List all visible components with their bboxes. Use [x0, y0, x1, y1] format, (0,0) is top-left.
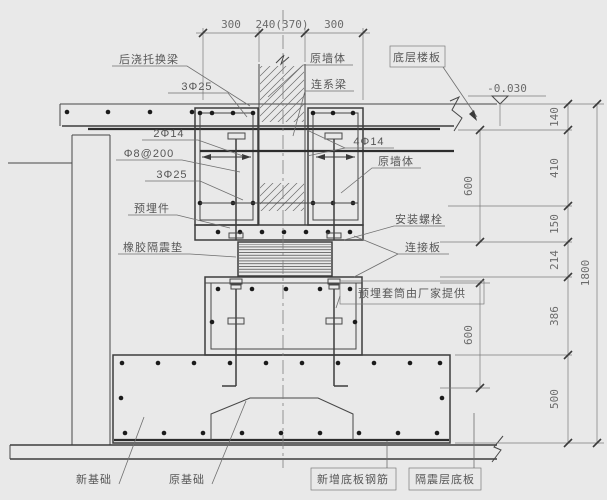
label-original-wall-top: 原墙体 [267, 51, 353, 98]
label-text: 3Φ25 [156, 169, 187, 181]
label-text: 连系梁 [311, 77, 347, 91]
dim-600-lower: 600 [462, 325, 475, 345]
label-tie-beam: 连系梁 [292, 77, 354, 137]
break-symbol-slab [449, 95, 463, 132]
transfer-beam-right [307, 107, 364, 226]
left-existing-wall [8, 134, 111, 445]
label-ground-floor-slab: 底层楼板 [389, 45, 478, 121]
label-original-wall-mid: 原墙体 [340, 154, 421, 194]
dim-140: 140 [548, 107, 561, 127]
dim-chain-inner: 600 600 [462, 125, 485, 393]
label-3d25-bottom: 3Φ25 [145, 169, 244, 201]
dim-chain-right: 140 410 150 214 386 500 [548, 99, 573, 448]
rubber-bearing [237, 241, 333, 277]
label-text: 原墙体 [378, 154, 414, 168]
label-text: 3Φ25 [181, 81, 212, 93]
dim-top-300-right: 300 [324, 18, 344, 31]
label-text: 新增底板钢筋 [317, 472, 389, 486]
label-text: 原墙体 [310, 51, 346, 65]
break-symbol-wall-top [275, 54, 290, 66]
dim-150: 150 [548, 214, 561, 234]
label-rubber-isolation-bearing: 橡胶隔震垫 [118, 240, 237, 258]
dim-386: 386 [548, 306, 561, 326]
lower-anchor-bolts [222, 278, 348, 387]
label-text: 原基础 [169, 473, 205, 486]
label-3d25-top: 3Φ25 [168, 81, 248, 118]
right-extension-lines [440, 103, 604, 444]
label-embedded-sleeve: 预埋套筒由厂家提供 [335, 280, 485, 309]
embedded-plate [194, 224, 364, 241]
label-isolation-layer-bottom-slab: 隔震层底板 [408, 413, 482, 491]
label-text: 后浇托换梁 [119, 52, 179, 66]
label-text: 预埋套筒由厂家提供 [358, 286, 466, 300]
label-4d14: 4Φ14 [306, 129, 394, 157]
label-text: 新基础 [76, 472, 112, 486]
label-d8-200: Φ8@200 [116, 148, 241, 173]
pedestal [204, 276, 363, 356]
label-embedded-part: 预埋件 [128, 202, 231, 229]
dim-410: 410 [548, 158, 561, 178]
label-text: 连接板 [405, 240, 441, 254]
level-mark: -0.030 [468, 82, 546, 126]
isolation-bottom-slab [9, 435, 504, 463]
dim-600-upper: 600 [462, 176, 475, 196]
label-text: 橡胶隔震垫 [123, 240, 183, 254]
label-connection-plate: 连接板 [353, 235, 449, 278]
rebar-lines [200, 149, 454, 204]
dim-1800: 1800 [579, 260, 592, 287]
level-value: -0.030 [487, 82, 527, 95]
break-symbol-bottom-slab [491, 435, 504, 463]
label-new-foundation: 新基础 [76, 416, 145, 486]
new-foundation [112, 354, 451, 444]
label-text: 4Φ14 [353, 136, 384, 148]
label-text: 2Φ14 [153, 128, 184, 140]
top-dimensions: 300 240(370) 300 [196, 18, 370, 100]
label-text: 安装螺栓 [395, 212, 443, 226]
label-text: 预埋件 [134, 202, 170, 215]
label-new-bottom-slab-rebar: 新增底板钢筋 [310, 441, 397, 491]
dim-top-240-370: 240(370) [256, 18, 309, 31]
dim-214: 214 [548, 250, 561, 270]
label-original-foundation: 原基础 [169, 400, 247, 486]
label-post-cast-transfer-beam: 后浇托换梁 [112, 52, 251, 107]
label-2d14: 2Φ14 [142, 128, 244, 157]
label-installation-bolt: 安装螺栓 [343, 212, 445, 241]
original-wall-center [258, 54, 306, 225]
dim-top-300-left: 300 [221, 18, 241, 31]
label-text: 底层楼板 [393, 50, 441, 64]
upper-anchor-bolts [227, 132, 343, 240]
label-text: 隔震层底板 [415, 472, 475, 486]
original-foundation-outline [210, 397, 354, 440]
label-text: Φ8@200 [124, 148, 174, 160]
dim-500: 500 [548, 389, 561, 409]
dim-chain-total: 1800 [579, 99, 602, 448]
